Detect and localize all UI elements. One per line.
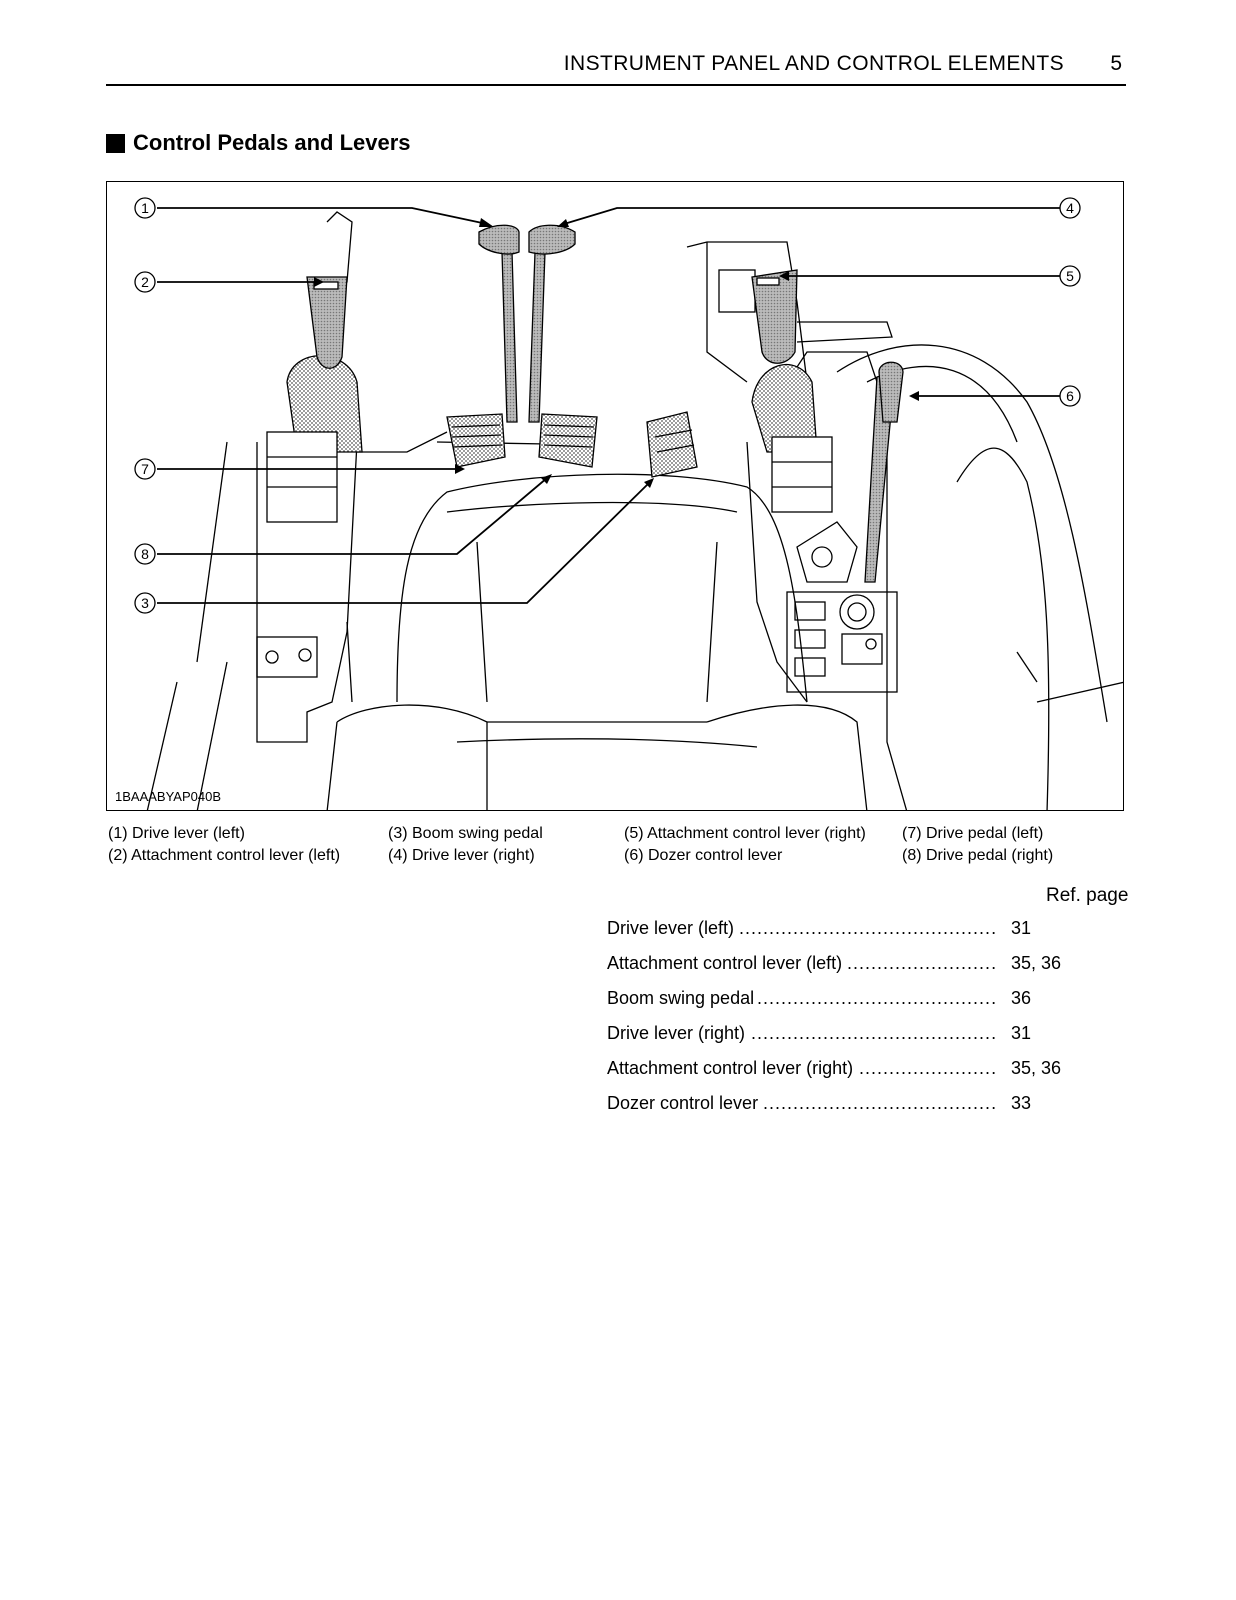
ref-row: ........................................… [607,918,1032,938]
ref-label: Drive lever (right) [607,1023,750,1043]
square-bullet-icon [106,133,125,153]
ref-page: 31 [1011,918,1032,938]
header-title: INSTRUMENT PANEL AND CONTROL ELEMENTS [563,52,1064,75]
legend-column-1: (1) Drive lever (left) (2) Attachment co… [108,823,340,867]
ref-label: Boom swing pedal [607,988,759,1008]
callout-6 [1059,385,1081,407]
svg-text:1: 1 [141,200,149,216]
legend-column-2: (3) Boom swing pedal (4) Drive lever (ri… [388,823,543,867]
ref-page: 36 [1011,988,1032,1008]
callout-5 [1059,265,1081,287]
callout-3 [134,592,156,614]
page-number: 5 [1110,52,1122,75]
svg-text:3: 3 [141,595,149,611]
ref-page-header: Ref. page [1046,885,1129,906]
ref-label: Dozer control lever [607,1093,763,1113]
svg-text:5: 5 [1066,268,1074,284]
svg-text:8: 8 [141,546,149,562]
legend-item: (1) Drive lever (left) [108,825,245,842]
svg-text:4: 4 [1066,200,1074,216]
controls-illustration: 1 2 3 4 5 6 7 8 1BAAABYAP040B [106,181,1124,811]
svg-text:2: 2 [141,274,149,290]
ref-page: 31 [1011,1023,1032,1043]
ref-row: ........................................… [607,953,1087,988]
legend-item: (3) Boom swing pedal [388,825,543,842]
illustration-drawing: 1 2 3 4 5 6 7 8 [134,197,1123,810]
page-header: INSTRUMENT PANEL AND CONTROL ELEMENTS 5 [106,50,1126,86]
ref-row: ........................................… [607,1058,1087,1093]
callout-4 [1059,197,1081,219]
section-title: Control Pedals and Levers [133,130,411,155]
legend-item: (2) Attachment control lever (left) [108,847,341,864]
ref-page: 35, 36 [1011,1058,1062,1078]
callout-7 [134,458,156,480]
legend-item: (8) Drive pedal (right) [902,847,1054,864]
figure-code: 1BAAABYAP040B [115,789,221,804]
svg-text:7: 7 [141,461,149,477]
legend-item: (7) Drive pedal (left) [902,825,1044,842]
legend-item: (4) Drive lever (right) [388,847,535,864]
ref-page: 33 [1011,1093,1032,1113]
callout-1 [134,197,156,219]
legend-column-4: (7) Drive pedal (left) (8) Drive pedal (… [902,823,1053,867]
ref-label: Attachment control lever (left) [607,953,847,973]
callout-8 [134,543,156,565]
callout-2 [134,271,156,293]
reference-list: ........................................… [607,918,1087,1128]
ref-row: ........................................… [607,1093,1032,1113]
legend-column-3: (5) Attachment control lever (right) (6)… [624,823,866,867]
ref-page: 35, 36 [1011,953,1062,973]
ref-row: ........................................… [607,1023,1032,1043]
legend-item: (5) Attachment control lever (right) [624,825,866,842]
section-heading: Control Pedals and Levers [106,130,411,156]
legend-item: (6) Dozer control lever [624,847,783,864]
ref-row: ........................................… [607,988,1032,1008]
ref-label: Attachment control lever (right) [607,1058,858,1078]
svg-text:6: 6 [1066,388,1074,404]
ref-label: Drive lever (left) [607,918,739,938]
